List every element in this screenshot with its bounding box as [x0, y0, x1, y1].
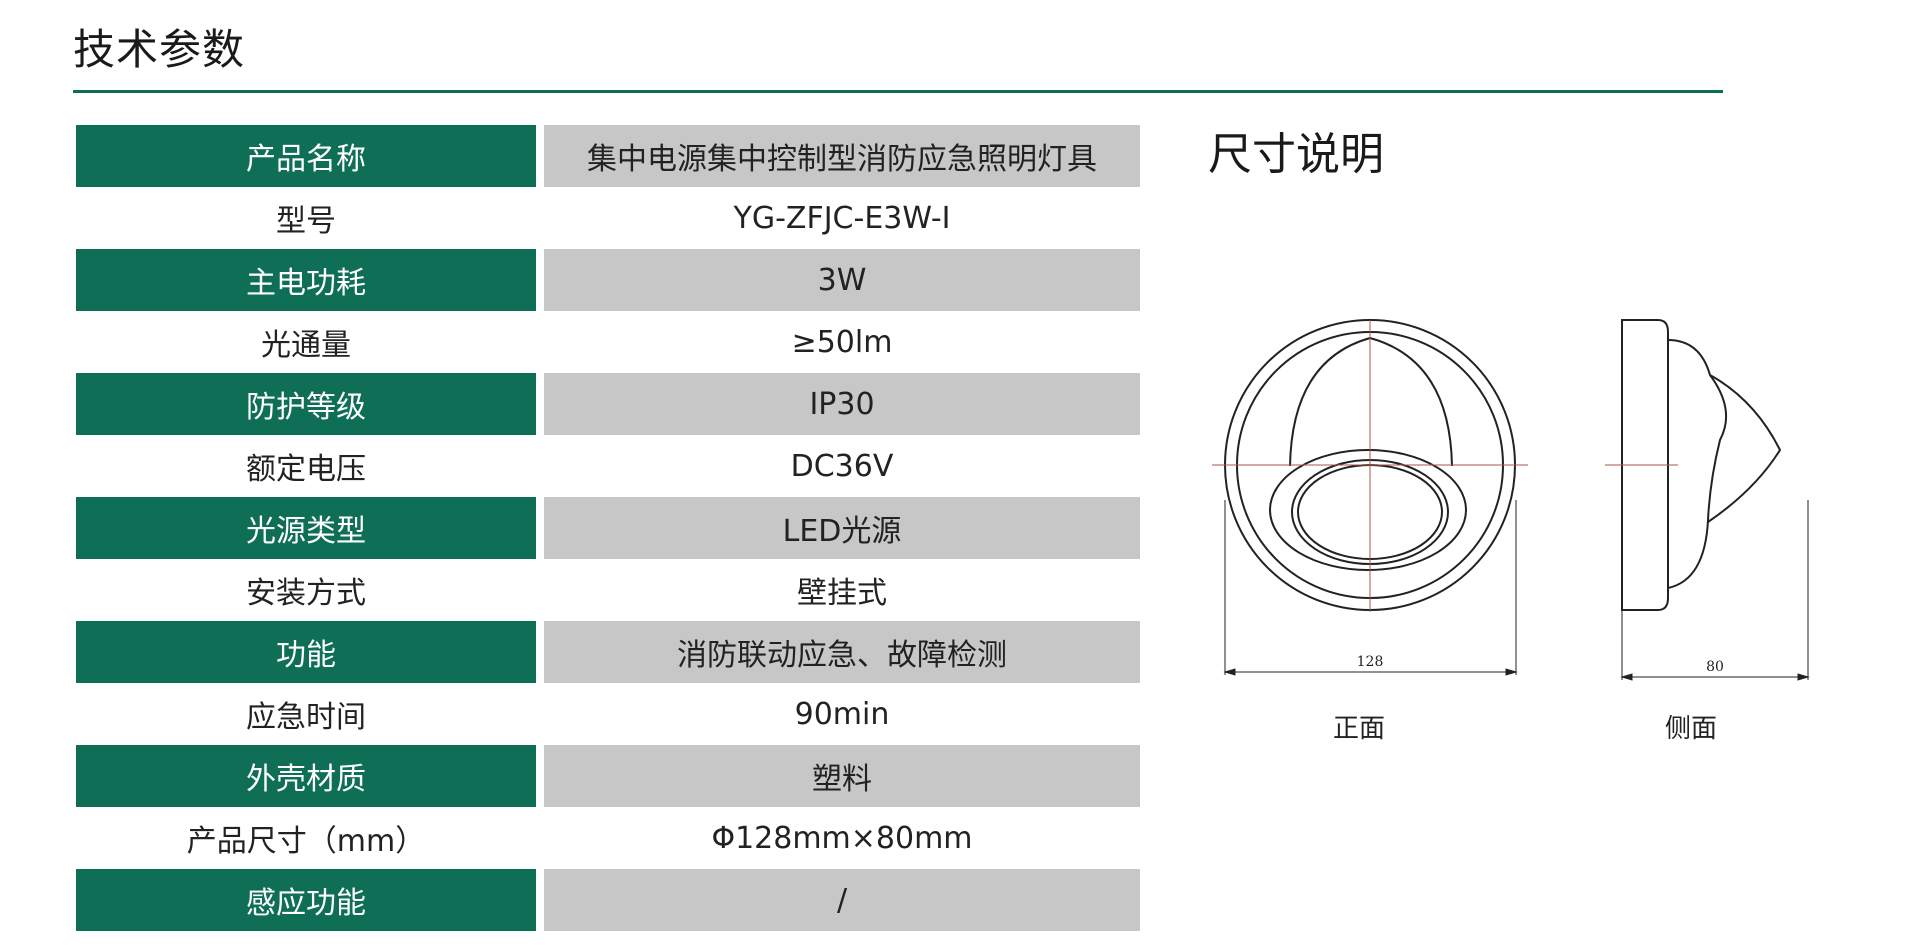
spec-label: 外壳材质: [76, 745, 536, 807]
spec-row-housing-material: 外壳材质 塑料: [76, 745, 1140, 807]
front-shade-curve: [1289, 336, 1453, 467]
side-dimension: [1620, 500, 1810, 681]
spec-label: 产品尺寸（mm）: [76, 807, 536, 869]
spec-value: /: [544, 869, 1140, 931]
side-view-caption: 侧面: [1665, 714, 1718, 744]
spec-value: YG-ZFJC-E3W-Ⅰ: [544, 187, 1140, 249]
spec-row-installation: 安装方式 壁挂式: [76, 559, 1140, 621]
spec-row-luminous-flux: 光通量 ≥50lm: [76, 311, 1140, 373]
spec-label: 光通量: [76, 311, 536, 373]
front-lens-outer: [1269, 449, 1467, 571]
side-base-plate: [1621, 319, 1669, 611]
title-divider: [73, 90, 1723, 93]
spec-value: Φ128mm×80mm: [544, 807, 1140, 869]
side-housing-curve: [1667, 339, 1727, 589]
spec-row-product-size: 产品尺寸（mm） Φ128mm×80mm: [76, 807, 1140, 869]
spec-row-light-source: 光源类型 LED光源: [76, 497, 1140, 559]
spec-value: ≥50lm: [544, 311, 1140, 373]
spec-label: 产品名称: [76, 125, 536, 187]
spec-row-rated-voltage: 额定电压 DC36V: [76, 435, 1140, 497]
side-view-drawing: [1621, 319, 1782, 611]
spec-label: 安装方式: [76, 559, 536, 621]
dimension-drawing: 128 80: [1212, 319, 1810, 681]
spec-value: 90min: [544, 683, 1140, 745]
front-view-caption: 正面: [1333, 714, 1386, 744]
spec-row-sensing-function: 感应功能 /: [76, 869, 1140, 931]
spec-label: 防护等级: [76, 373, 536, 435]
spec-value: LED光源: [544, 497, 1140, 559]
dimensions-title: 尺寸说明: [1208, 129, 1384, 180]
front-dimension-label: 128: [1357, 654, 1384, 670]
spec-value: 消防联动应急、故障检测: [544, 621, 1140, 683]
spec-label: 感应功能: [76, 869, 536, 931]
spec-label: 额定电压: [76, 435, 536, 497]
front-center-lines: [1212, 320, 1528, 612]
spec-value: 壁挂式: [544, 559, 1140, 621]
spec-label: 应急时间: [76, 683, 536, 745]
spec-value: IP30: [544, 373, 1140, 435]
spec-table: 产品名称 集中电源集中控制型消防应急照明灯具 型号 YG-ZFJC-E3W-Ⅰ …: [76, 125, 1140, 931]
spec-label: 光源类型: [76, 497, 536, 559]
spec-row-product-name: 产品名称 集中电源集中控制型消防应急照明灯具: [76, 125, 1140, 187]
spec-row-model: 型号 YG-ZFJC-E3W-Ⅰ: [76, 187, 1140, 249]
spec-value: 3W: [544, 249, 1140, 311]
spec-value: DC36V: [544, 435, 1140, 497]
spec-row-main-power: 主电功耗 3W: [76, 249, 1140, 311]
page-title: 技术参数: [73, 25, 246, 74]
spec-label: 型号: [76, 187, 536, 249]
side-dimension-label: 80: [1706, 659, 1724, 675]
spec-label: 主电功耗: [76, 249, 536, 311]
spec-label: 功能: [76, 621, 536, 683]
spec-row-function: 功能 消防联动应急、故障检测: [76, 621, 1140, 683]
spec-row-protection-level: 防护等级 IP30: [76, 373, 1140, 435]
spec-value: 塑料: [544, 745, 1140, 807]
spec-value: 集中电源集中控制型消防应急照明灯具: [544, 125, 1140, 187]
front-dimension: [1223, 500, 1518, 676]
spec-row-emergency-time: 应急时间 90min: [76, 683, 1140, 745]
side-shade: [1707, 374, 1782, 523]
